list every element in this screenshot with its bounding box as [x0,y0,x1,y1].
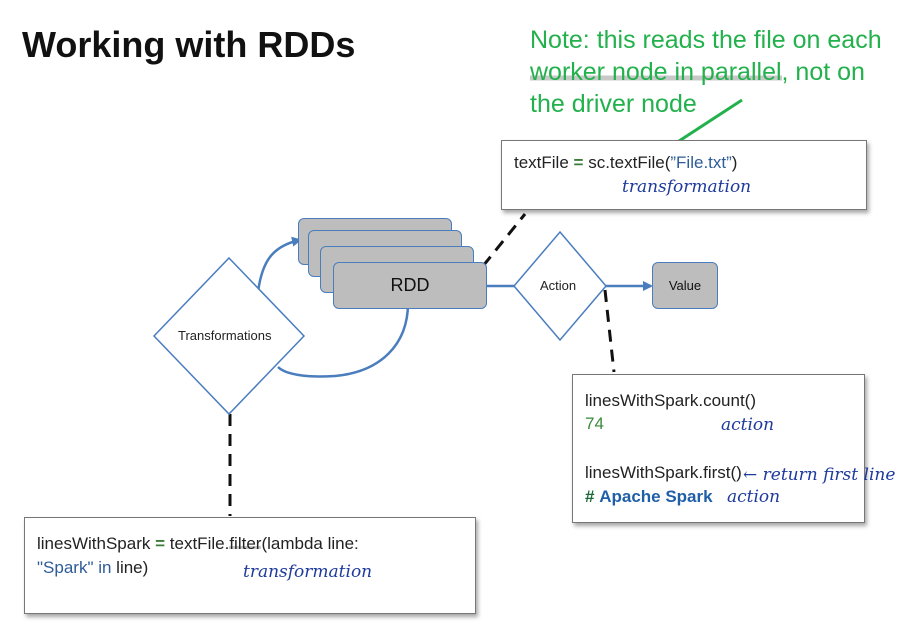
textfile-var: textFile [514,153,569,172]
rdd-node: RDD [333,262,487,309]
first-note: ← return first line [743,465,896,485]
count-annotation: action [721,415,775,435]
first-result: # Apache Spark [585,485,713,509]
filter-eq: = [155,534,166,553]
filter-end: line) [111,558,149,577]
textfile-close: ) [731,153,738,172]
filter-code-box: linesWithSpark = textFile.filter(lambda … [24,517,476,614]
loop-arrow-top [256,236,302,293]
note-line-1: Note: this reads the file on each [530,26,882,54]
dashed-connector-rdd-textfile [481,213,527,267]
note-line-2: worker node in parallel, not on [530,56,920,88]
filter-in: in [93,558,112,577]
textfile-annotation: transformation [622,177,752,197]
filter-method: filter [229,534,262,553]
action-diamond [513,230,607,342]
count-call: linesWithSpark.count() [585,391,757,410]
note-line-2-rest: , not on [781,58,865,86]
note-line-3: the driver node [530,90,697,118]
transformations-label: Transformations [178,328,272,343]
filter-code-line-2: "Spark" in line) [37,556,148,580]
textfile-arg: ”File.txt” [670,153,732,172]
filter-code-line-1: linesWithSpark = textFile.filter(lambda … [37,532,359,556]
dashed-connector-action-box [603,289,616,373]
textfile-eq: = [573,153,584,172]
action-code-box: linesWithSpark.count() 74 action linesWi… [572,374,895,523]
textfile-code-line: textFile = sc.textFile(”File.txt”) [514,151,737,175]
count-result: 74 [585,414,604,433]
loop-arrow-bottom [277,302,410,378]
note-highlight: worker node in parallel [530,58,782,86]
filter-annotation: transformation [243,562,373,582]
filter-call: textFile. [169,534,230,553]
page-title: Working with RDDs [22,24,356,65]
textfile-call: sc.textFile( [588,153,671,172]
filter-var: linesWithSpark [37,534,151,553]
first-result-text: Apache Spark [599,487,713,506]
transformations-diamond [152,256,306,416]
action-label: Action [540,278,577,293]
first-annotation: action [727,487,781,507]
textfile-code-box: textFile = sc.textFile(”File.txt”) trans… [501,140,867,210]
filter-rest: (lambda line: [261,534,359,553]
first-call: linesWithSpark.first() [585,463,742,482]
note-callout: Note: this reads the file on each worker… [530,24,920,120]
first-result-hash: # [585,487,595,506]
filter-string: "Spark" [37,558,94,577]
value-node: Value [652,262,718,309]
